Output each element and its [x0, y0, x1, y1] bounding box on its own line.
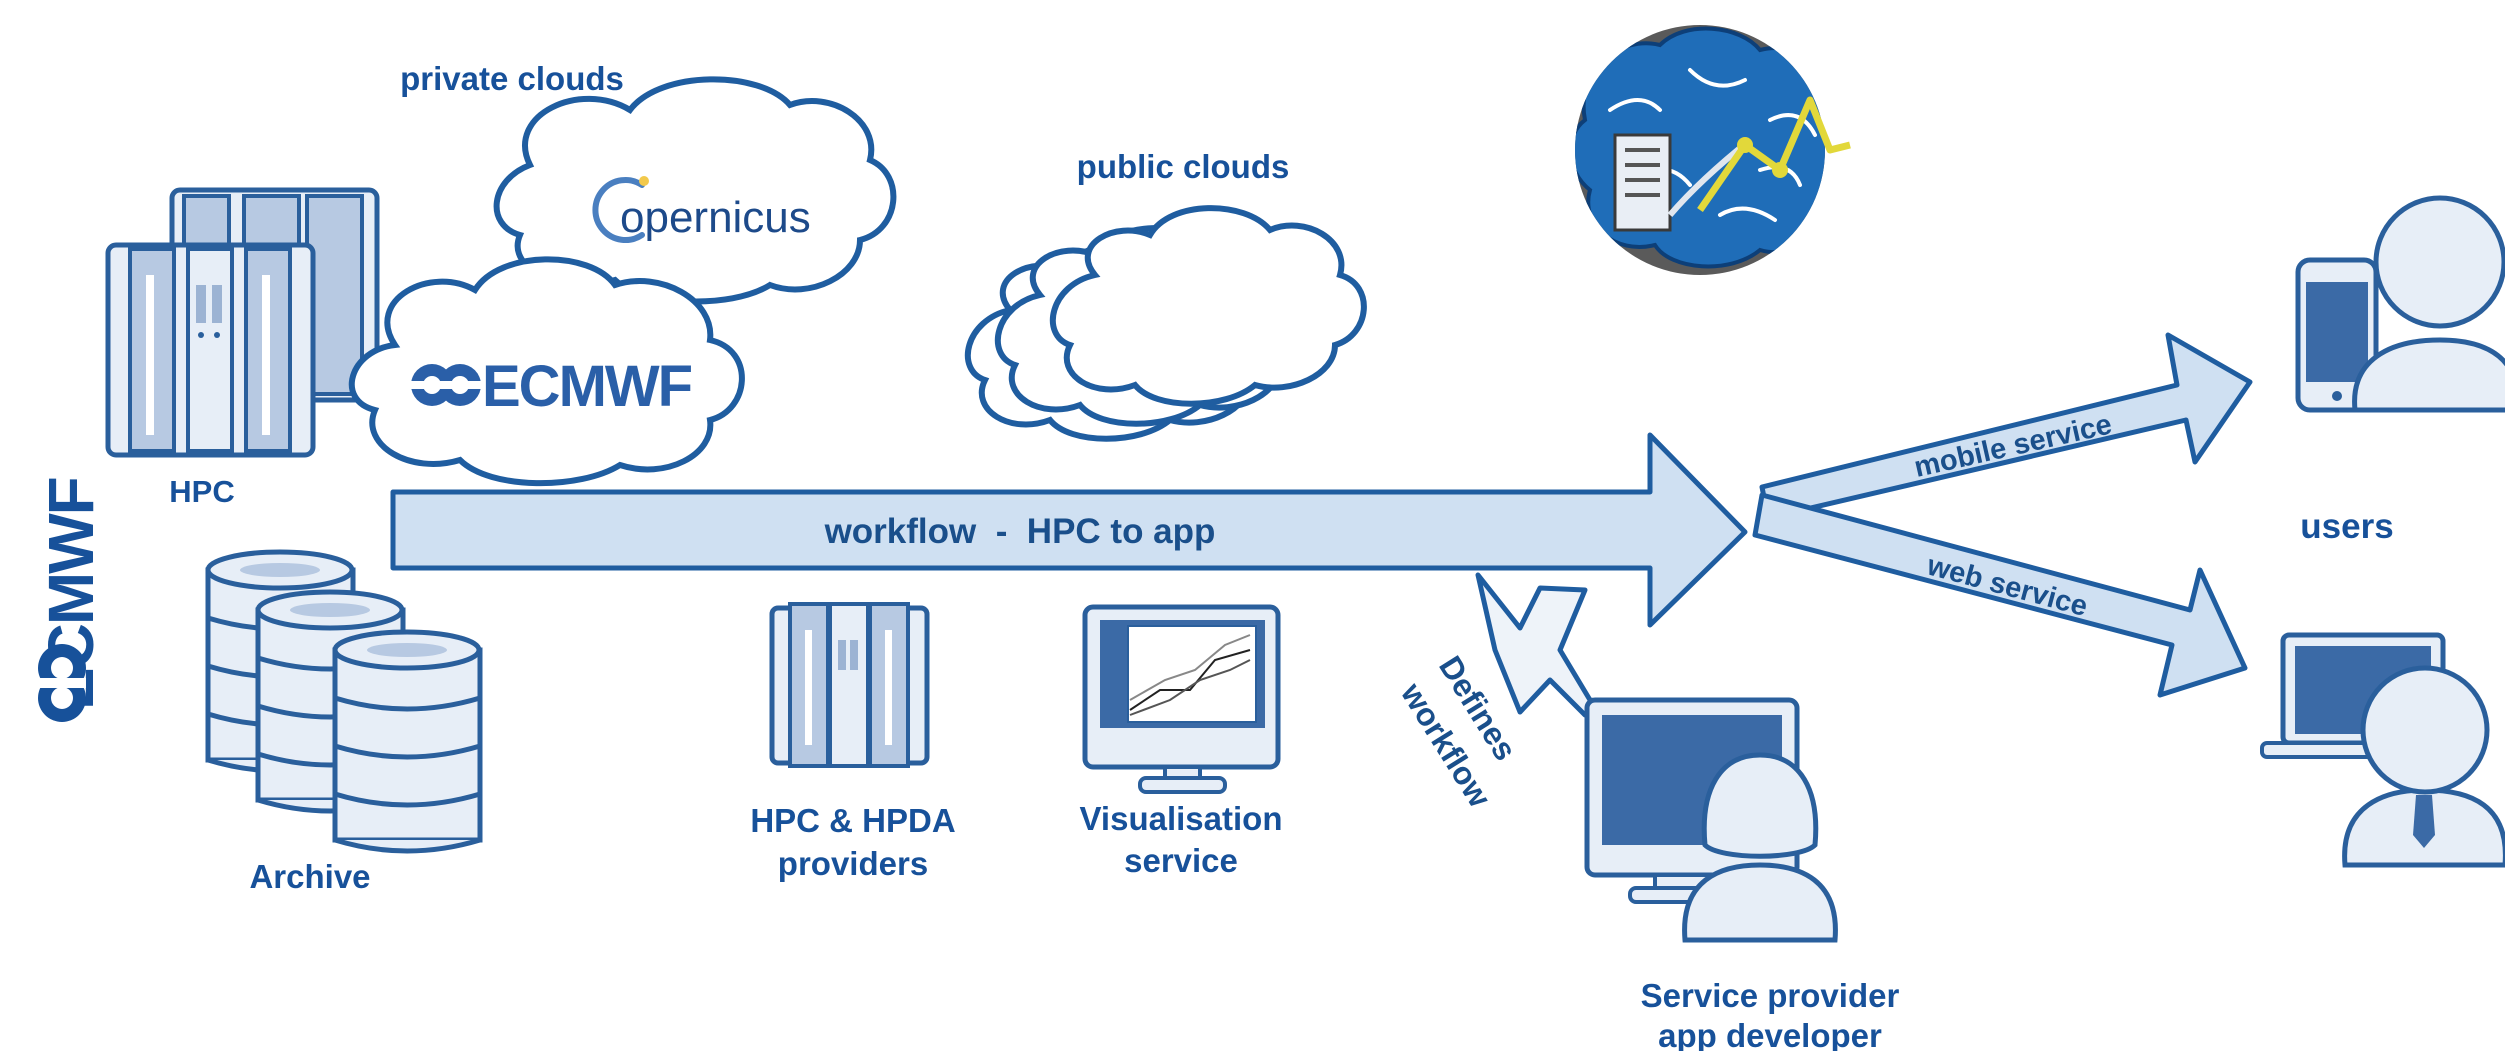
workflow-label: workflow - HPC to app — [824, 512, 1216, 551]
brain-ai-icon — [1575, 25, 1851, 275]
hpc-server-icon — [769, 602, 930, 768]
archive-label: Archive — [249, 858, 370, 895]
hpc-server-icon — [105, 187, 380, 458]
ecmwf-vertical-logo: ECMWF — [35, 478, 107, 722]
private-clouds-label: private clouds — [400, 60, 624, 97]
cloud-icon — [348, 256, 745, 487]
mobile-service-arrow — [1759, 332, 2253, 521]
ecmwf-vertical-symbol-icon — [38, 644, 86, 722]
copernicus-text: opernicus — [620, 193, 811, 242]
archive-database-icon — [205, 549, 483, 854]
copernicus-logo: opernicus — [592, 176, 811, 243]
service-provider-line2: app developer — [1658, 1017, 1882, 1051]
visualisation-line1: Visualisation — [1080, 800, 1283, 837]
visualisation-line2: service — [1124, 842, 1238, 879]
mobile-service-label: mobile service — [1911, 408, 2115, 484]
hpc-hpda-line1: HPC & HPDA — [750, 802, 955, 839]
user-laptop-icon — [2260, 632, 2505, 868]
hpc-hpda-line2: providers — [778, 845, 928, 882]
web-service-arrow — [1752, 492, 2248, 698]
user-phone-icon — [2295, 195, 2505, 413]
developer-user-icon — [1682, 752, 1838, 943]
cloud-icon — [1049, 205, 1367, 407]
hpc-label: HPC — [169, 474, 234, 509]
monitor-chart-icon — [1082, 604, 1281, 794]
public-clouds-label: public clouds — [1077, 148, 1290, 185]
ecmwf-cloud-text: ECMWF — [482, 354, 692, 419]
users-label: users — [2300, 507, 2393, 546]
ecmwf-logo: ECMWF — [410, 354, 694, 419]
service-provider-line1: Service provider — [1641, 977, 1900, 1014]
public-clouds-group — [964, 205, 1367, 442]
workflow-arrow — [390, 432, 1748, 628]
